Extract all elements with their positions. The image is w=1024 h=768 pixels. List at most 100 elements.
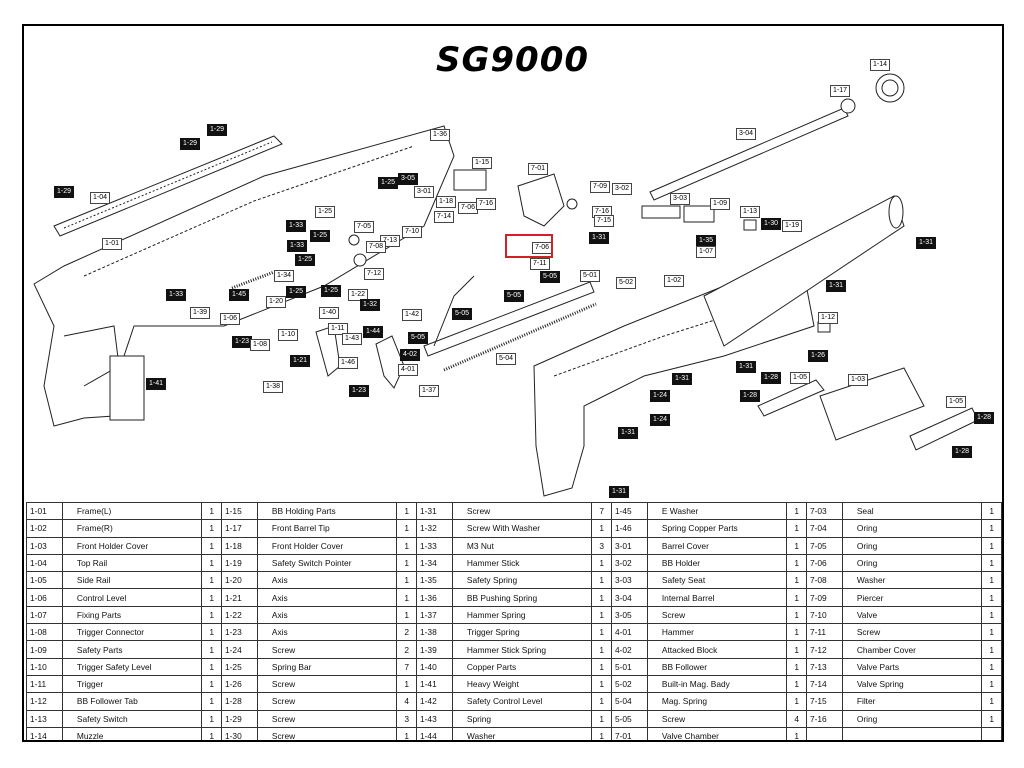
part-qty: 1 <box>591 588 612 607</box>
part-qty: 1 <box>201 657 222 676</box>
part-qty: 1 <box>786 519 807 538</box>
part-callout: 1-26 <box>808 350 829 362</box>
part-code: 1-46 <box>610 519 648 538</box>
part-callout: 1-46 <box>338 357 359 369</box>
part-callout: 1-05 <box>790 372 811 384</box>
valve-chamber-part <box>517 173 565 227</box>
part-callout: 1-38 <box>263 381 284 393</box>
part-code: 1-14 <box>26 726 63 740</box>
part-callout: 1-31 <box>672 373 693 385</box>
part-qty: 1 <box>981 623 1002 642</box>
part-qty: 1 <box>981 605 1002 625</box>
part-callout: 7-08 <box>366 241 387 253</box>
part-callout: 1-08 <box>250 339 271 351</box>
part-callout: 1-37 <box>419 385 440 397</box>
part-callout: 7-06 <box>458 202 479 214</box>
part-name: Safety Control Level <box>451 692 593 711</box>
part-callout: 1-45 <box>229 289 250 301</box>
part-name: Screw <box>256 674 398 694</box>
part-callout: 5-05 <box>504 290 525 302</box>
part-name: Trigger Spring <box>451 623 593 642</box>
part-qty: 1 <box>981 657 1002 676</box>
part-qty: 7 <box>396 657 417 676</box>
part-code: 7-13 <box>805 657 843 676</box>
part-code: 1-06 <box>26 588 63 607</box>
part-qty: 1 <box>396 536 417 555</box>
part-code: 1-13 <box>26 709 63 728</box>
part-name: Safety Spring <box>451 571 593 590</box>
part-callout: 1-03 <box>848 374 869 386</box>
part-name: Frame(R) <box>61 519 203 538</box>
part-callout: 1-32 <box>360 299 381 311</box>
part-qty: 1 <box>201 623 222 642</box>
part-callout: 4-01 <box>398 364 419 376</box>
part-name: BB Holding Parts <box>256 501 398 521</box>
part-name: Screw <box>646 709 788 728</box>
part-callout: 1-31 <box>916 237 937 249</box>
part-qty: 1 <box>591 553 612 573</box>
part-callout: 1-33 <box>286 220 307 232</box>
part-code: 1-35 <box>415 571 453 590</box>
part-callout: 1-14 <box>870 59 891 71</box>
internal-barrel-part <box>649 107 849 201</box>
part-callout: 7-05 <box>354 221 375 233</box>
part-code: 1-22 <box>220 605 258 625</box>
part-name: Muzzle <box>61 726 203 740</box>
part-qty: 1 <box>786 605 807 625</box>
part-code: 5-05 <box>610 709 648 728</box>
part-code: 1-43 <box>415 709 453 728</box>
part-name: Axis <box>256 623 398 642</box>
part-qty: 2 <box>396 623 417 642</box>
part-qty: 1 <box>981 640 1002 659</box>
part-callout: 1-31 <box>618 427 639 439</box>
part-qty: 1 <box>396 571 417 590</box>
part-callout: 1-25 <box>310 230 331 242</box>
part-name: Screw <box>256 640 398 659</box>
part-name: BB Holder <box>646 553 788 573</box>
part-code: 1-40 <box>415 657 453 676</box>
part-code: 7-05 <box>805 536 843 555</box>
part-code: 1-03 <box>26 536 63 555</box>
part-qty: 1 <box>201 536 222 555</box>
part-name: Front Barrel Tip <box>256 519 398 538</box>
part-code: 1-08 <box>26 623 63 642</box>
part-code: 7-09 <box>805 588 843 607</box>
part-code: 1-04 <box>26 553 63 573</box>
part-qty: 1 <box>786 674 807 694</box>
part-code: 3-01 <box>610 536 648 555</box>
part-qty: 1 <box>201 640 222 659</box>
part-name: Heavy Weight <box>451 674 593 694</box>
part-code: 7-10 <box>805 605 843 625</box>
part-qty: 1 <box>981 709 1002 728</box>
part-qty: 1 <box>201 605 222 625</box>
part-code: 4-01 <box>610 623 648 642</box>
front-barrel-tip-part <box>840 98 856 114</box>
part-name: Chamber Cover <box>841 640 983 659</box>
part-callout: 1-28 <box>740 390 761 402</box>
part-name: Trigger Safety Level <box>61 657 203 676</box>
part-callout: 1-30 <box>761 218 782 230</box>
part-qty: 1 <box>201 692 222 711</box>
part-callout: 1-33 <box>166 289 187 301</box>
part-code: 1-21 <box>220 588 258 607</box>
part-callout: 1-13 <box>740 206 761 218</box>
part-code: 1-26 <box>220 674 258 694</box>
part-code: 1-45 <box>610 501 648 521</box>
part-qty <box>981 726 1002 740</box>
part-name: Mag. Spring <box>646 692 788 711</box>
part-name: Seal <box>841 501 983 521</box>
part-qty: 1 <box>201 553 222 573</box>
part-name: Screw <box>646 605 788 625</box>
part-callout: 7-09 <box>590 181 611 193</box>
part-code: 5-02 <box>610 674 648 694</box>
part-callout: 1-15 <box>472 157 493 169</box>
part-callout: 1-24 <box>650 414 671 426</box>
part-code: 7-01 <box>610 726 648 740</box>
heavy-weight-part <box>109 355 145 421</box>
